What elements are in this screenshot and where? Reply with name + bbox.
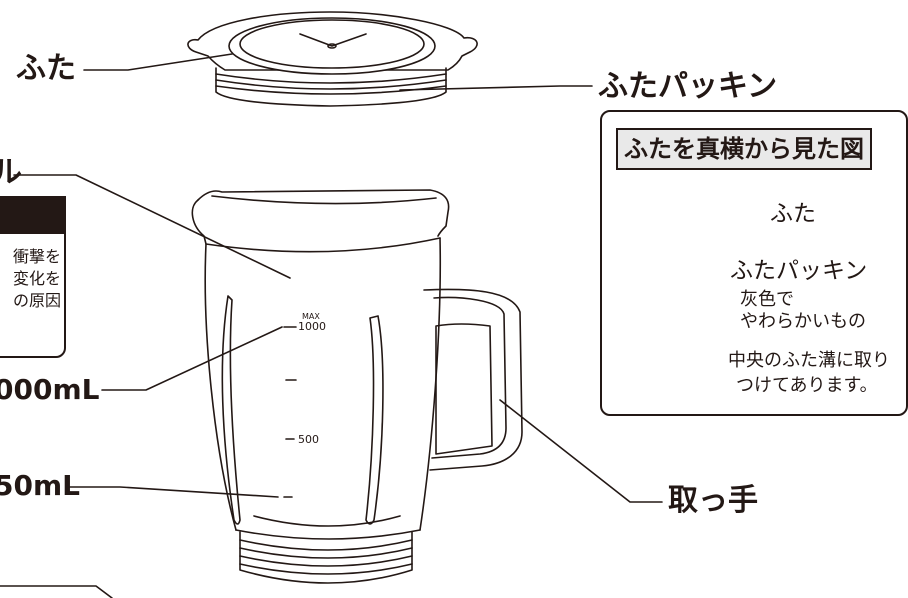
label-lid: ふた xyxy=(16,51,76,86)
scale-500: 500 xyxy=(298,433,319,446)
bottle-leader-line xyxy=(13,174,291,279)
label-level-1000: 000mL xyxy=(0,373,100,406)
warning-line: 変化を xyxy=(12,269,61,288)
packing-note-line1: 灰色で xyxy=(740,289,794,310)
lid-leader-line xyxy=(83,53,233,71)
scale-max: MAX xyxy=(302,312,320,321)
warning-box: 衝撃を 変化を の原因 xyxy=(0,196,66,358)
side-view-label-packing: ふたパッキン xyxy=(730,258,868,284)
scale-1000: 1000 xyxy=(298,320,326,333)
packing-note-line2: やわらかいもの xyxy=(740,311,866,332)
warning-box-text: 衝撃を 変化を の原因 xyxy=(13,246,61,312)
label-lid-packing: ふたパッキン xyxy=(598,69,778,104)
label-handle: 取っ手 xyxy=(668,483,758,518)
jug-drawing xyxy=(191,189,523,584)
level-250-leader-line xyxy=(67,486,279,498)
warning-box-header xyxy=(0,198,64,234)
handle-leader-line xyxy=(499,399,663,503)
level-1000-leader-line xyxy=(101,326,283,391)
attach-note-line2: つけてあります。 xyxy=(736,375,878,396)
side-view-label-lid: ふた xyxy=(770,201,816,227)
warning-line: 衝撃を xyxy=(12,247,61,266)
lid-drawing xyxy=(187,11,478,107)
side-view-panel: ふたを真横から見た図 xyxy=(600,110,908,416)
side-view-title: ふたを真横から見た図 xyxy=(616,128,872,170)
label-level-250: 50mL xyxy=(0,469,80,502)
label-bottle-partial: ル xyxy=(0,155,22,190)
lid-packing-leader-line xyxy=(399,85,593,91)
attach-note-line1: 中央のふた溝に取り xyxy=(728,350,890,371)
bottom-leader-line xyxy=(0,585,113,598)
warning-line: の原因 xyxy=(12,291,61,310)
